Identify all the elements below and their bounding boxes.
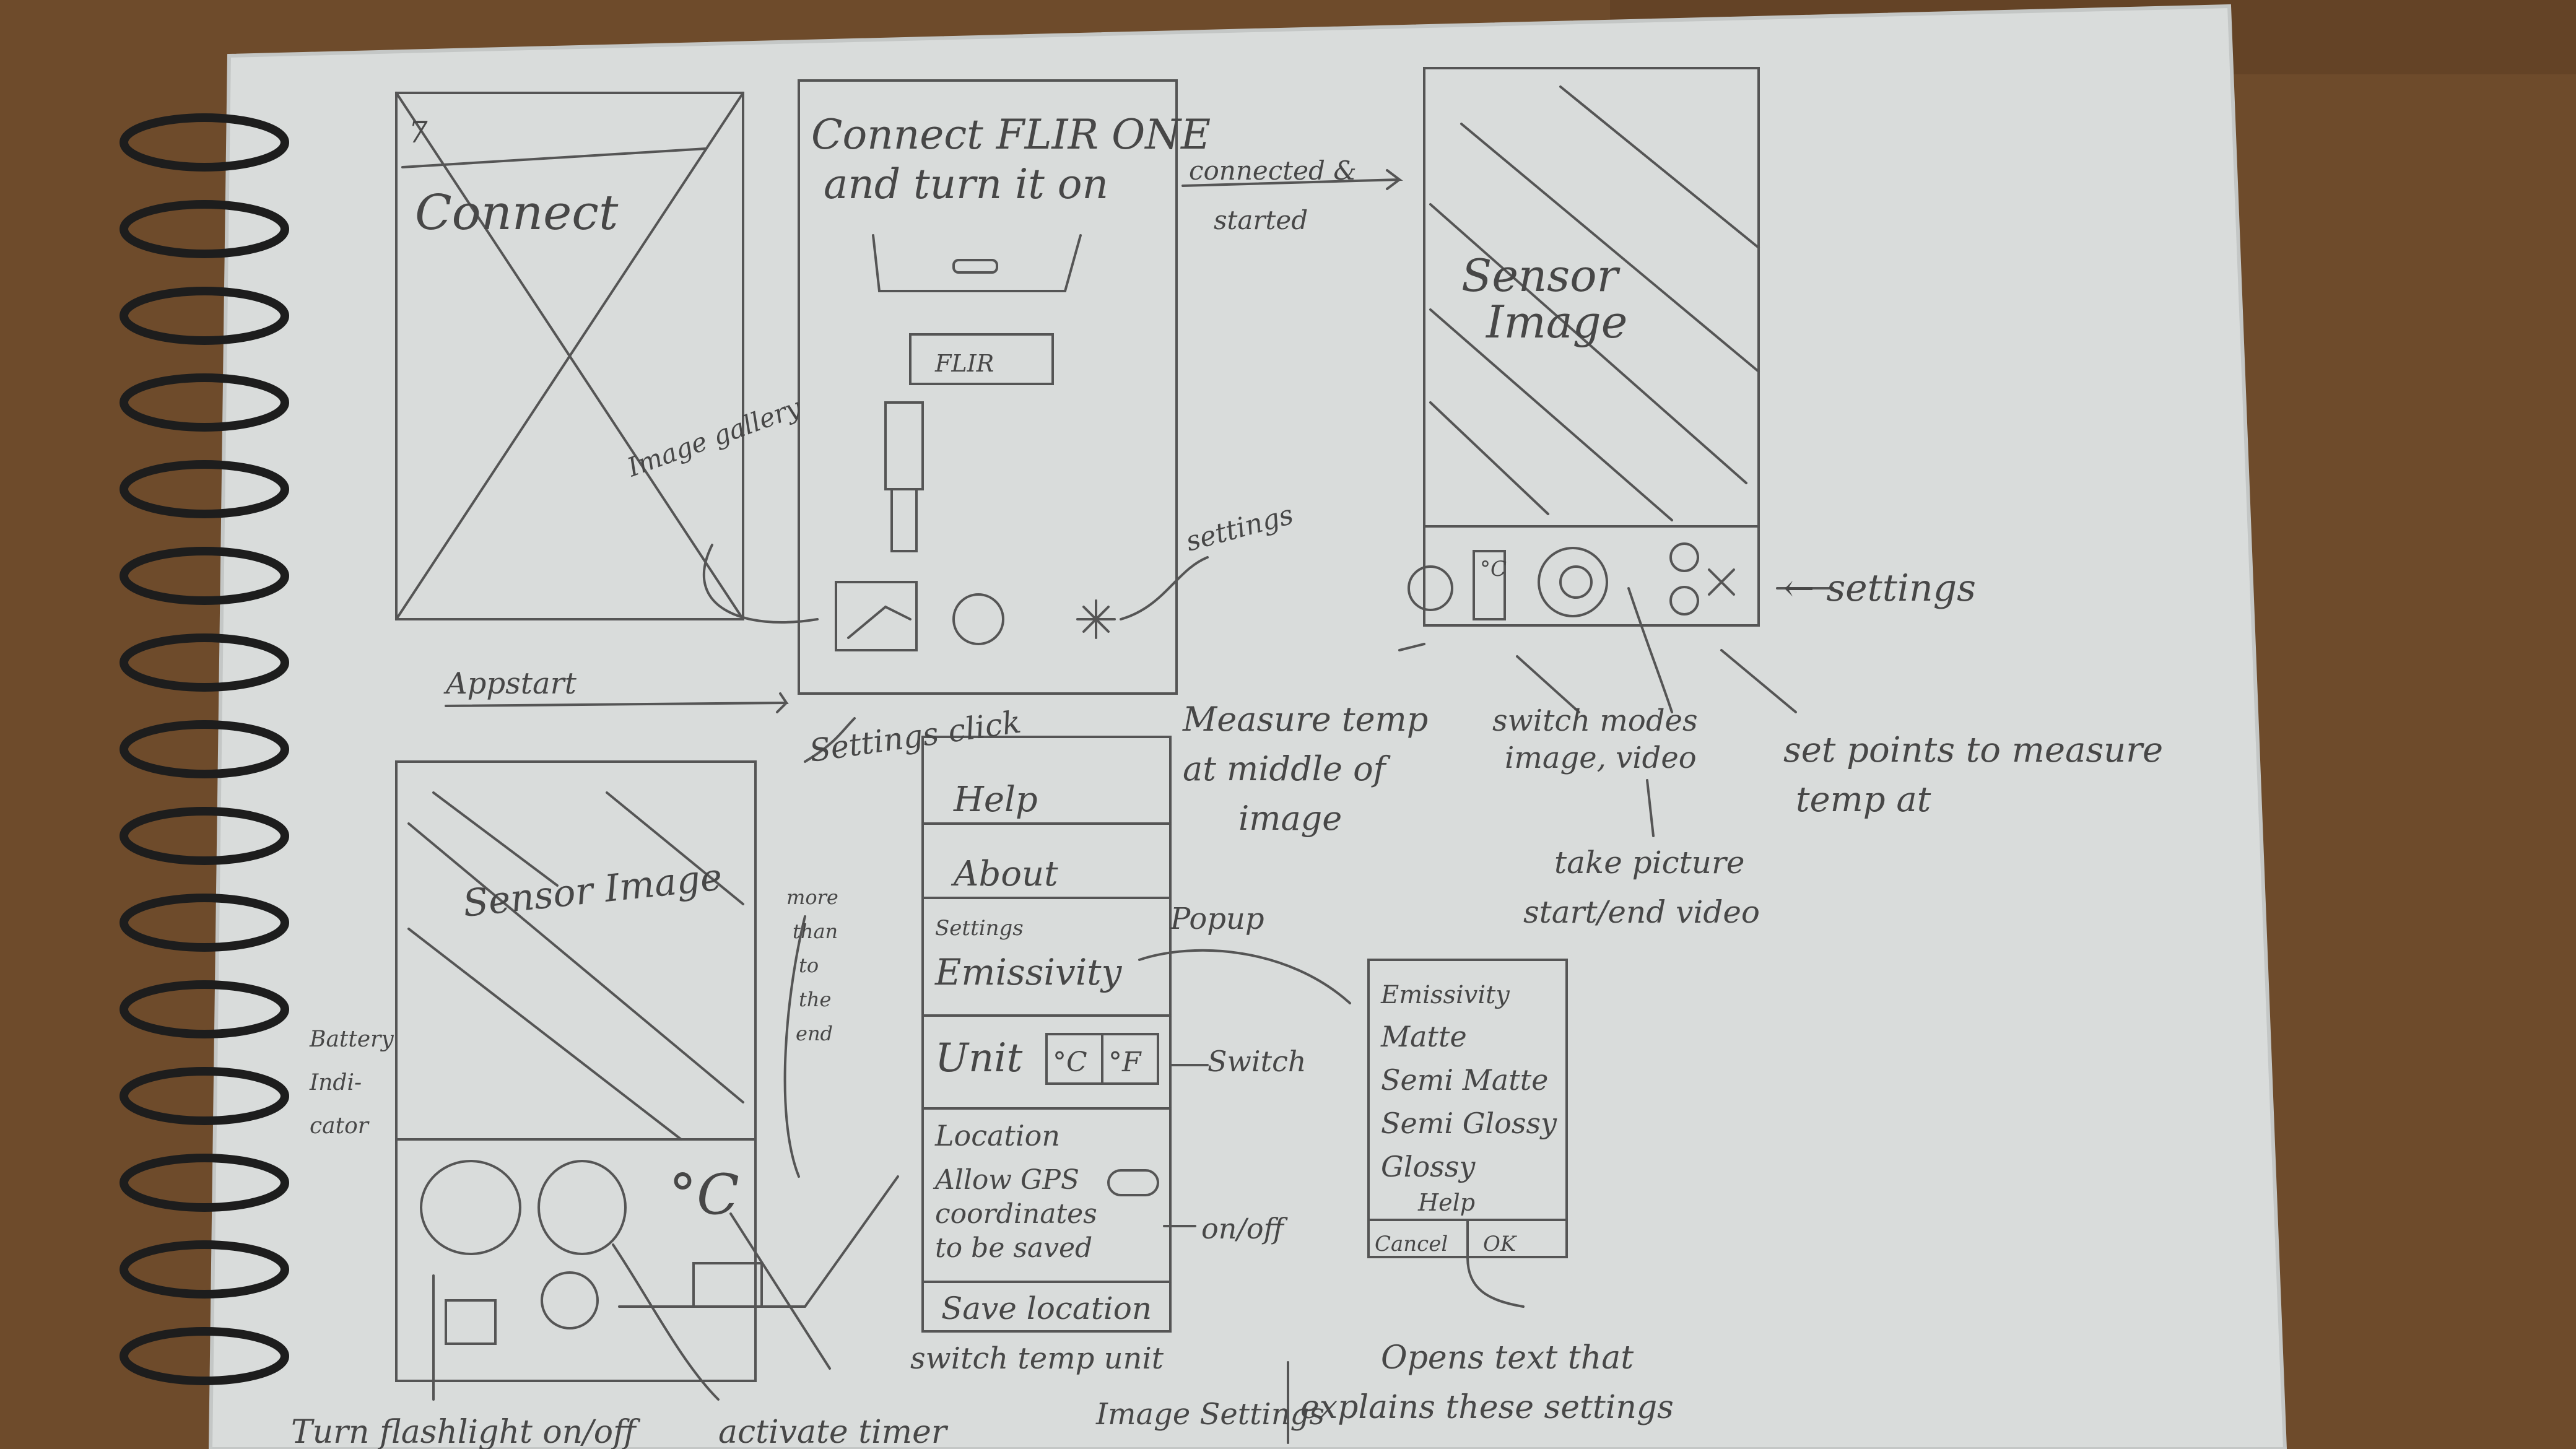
settings-emissivity-item: Emissivity: [934, 951, 1123, 993]
hatch-line: [407, 822, 744, 1103]
settings-help-item: Help: [953, 780, 1038, 820]
popup-explain-note-line1: Opens text that: [1381, 1339, 1634, 1377]
spiral-binding: [120, 113, 289, 1385]
unit-switch-note: Switch: [1208, 1045, 1306, 1078]
take-picture-line2: start/end video: [1523, 894, 1760, 930]
emissivity-help-item: Help: [1417, 1189, 1475, 1216]
more-note-line4: the: [799, 988, 831, 1011]
settings-icon-sketch: [1708, 568, 1735, 596]
measure-note-line2: at middle of: [1183, 749, 1391, 788]
mode-switch-icon-sketch: [1538, 547, 1608, 617]
settings-unit-item: Unit: [935, 1035, 1023, 1081]
capture-button-sketch: [952, 593, 1004, 645]
sensor-settings-note: ← settings: [1783, 567, 1976, 610]
emissivity-option-semi-matte: Semi Matte: [1381, 1063, 1548, 1097]
timer-button-sketch: [537, 1160, 627, 1255]
settings-about-item: About: [951, 854, 1058, 894]
connect-title: Connect: [415, 185, 619, 241]
image-settings-note: Image Settings: [1095, 1397, 1325, 1432]
connect-screen-frame: [395, 92, 744, 620]
switch-modes-line2: image, video: [1505, 741, 1697, 775]
battery-note-line3: cator: [310, 1113, 370, 1139]
popup-note: Popup: [1170, 902, 1264, 936]
settings-star-sketch: [1076, 599, 1116, 639]
battery-note-line1: Battery: [309, 1027, 394, 1052]
flashlight-note: Turn flashlight on/off: [291, 1414, 641, 1449]
measure-note-line1: Measure temp: [1182, 700, 1428, 739]
appstart-arrow: [445, 692, 789, 713]
emissivity-cancel-button: Cancel: [1375, 1232, 1448, 1256]
flir-device-label: FLIR: [934, 350, 994, 377]
unit-option-fahrenheit: °F: [1108, 1046, 1142, 1078]
emissivity-ok-button: OK: [1483, 1232, 1518, 1256]
connect-flir-title-line2: and turn it on: [824, 160, 1108, 208]
settings-section-header: Settings: [935, 916, 1024, 941]
emissivity-option-glossy: Glossy: [1381, 1150, 1476, 1183]
gps-toggle-sketch: [1107, 1169, 1159, 1196]
settings-save-location-item: Save location: [941, 1290, 1152, 1326]
emissivity-option-matte: Matte: [1380, 1020, 1467, 1053]
sensor-menu-screen-frame: [395, 760, 757, 1382]
settings-gear-sketch: [541, 1271, 599, 1329]
connect-flir-title-line1: Connect FLIR ONE: [811, 111, 1211, 159]
phone-outline: [872, 234, 1082, 292]
timer-note: activate timer: [718, 1414, 949, 1449]
unit-option-celsius: °C: [1053, 1046, 1087, 1078]
gallery-arrow: [703, 544, 819, 624]
sensor-image-label-line2: Image: [1485, 296, 1627, 348]
emissivity-option-semi-glossy: Semi Glossy: [1381, 1107, 1557, 1140]
location-line3: to be saved: [935, 1232, 1092, 1264]
sensor-menu-temp-unit: °C: [669, 1162, 739, 1227]
location-line2: coordinates: [935, 1198, 1097, 1230]
instructions-screen-frame: [798, 79, 1178, 695]
hatch-line: [1460, 123, 1760, 373]
popup-arrow: [1138, 949, 1351, 1004]
corner-mark: 7: [409, 115, 428, 150]
set-points-line1: set points to measure: [1783, 730, 2163, 770]
emissivity-popup-title: Emissivity: [1380, 981, 1510, 1009]
sensor-temp-unit: °C: [1480, 557, 1507, 581]
switch-modes-line1: switch modes: [1492, 703, 1698, 738]
sketchbook-page: [211, 6, 2285, 1449]
connected-arrow: [1181, 169, 1403, 190]
battery-icon-sketch: [1473, 550, 1506, 620]
measure-note-line3: image: [1238, 799, 1342, 838]
location-line1: Allow GPS: [933, 1164, 1079, 1196]
sensor-image-label-line1: Sensor: [1461, 250, 1621, 302]
crosshair-icon-sketch: [1408, 565, 1453, 611]
appstart-note: Appstart: [443, 666, 577, 701]
battery-indicator-sketch: [445, 1299, 497, 1345]
connected-note-line1: connected &: [1189, 155, 1357, 186]
settings-screen-frame: [921, 736, 1172, 1333]
gallery-button-sketch: [835, 581, 918, 651]
connected-note-line2: started: [1214, 205, 1308, 235]
battery-note-line2: Indi-: [309, 1070, 362, 1095]
settings-location-header: Location: [934, 1119, 1060, 1152]
more-note-line1: more: [786, 886, 838, 909]
flir-device-outline: [909, 333, 1054, 385]
more-note-line3: to: [799, 954, 819, 977]
switch-unit-note: switch temp unit: [910, 1341, 1164, 1376]
popup-explain-note-line2: explains these settings: [1300, 1389, 1674, 1426]
take-picture-line1: take picture: [1554, 845, 1744, 881]
flashlight-button-sketch: [420, 1160, 521, 1255]
sensor-screen-frame: [1423, 67, 1760, 627]
settings-link-arrow: [618, 1175, 899, 1308]
set-points-line2: temp at: [1796, 780, 1931, 820]
more-note-line5: end: [796, 1022, 833, 1045]
more-note-line2: than: [793, 920, 838, 943]
gps-onoff-note: on/off: [1201, 1212, 1289, 1245]
